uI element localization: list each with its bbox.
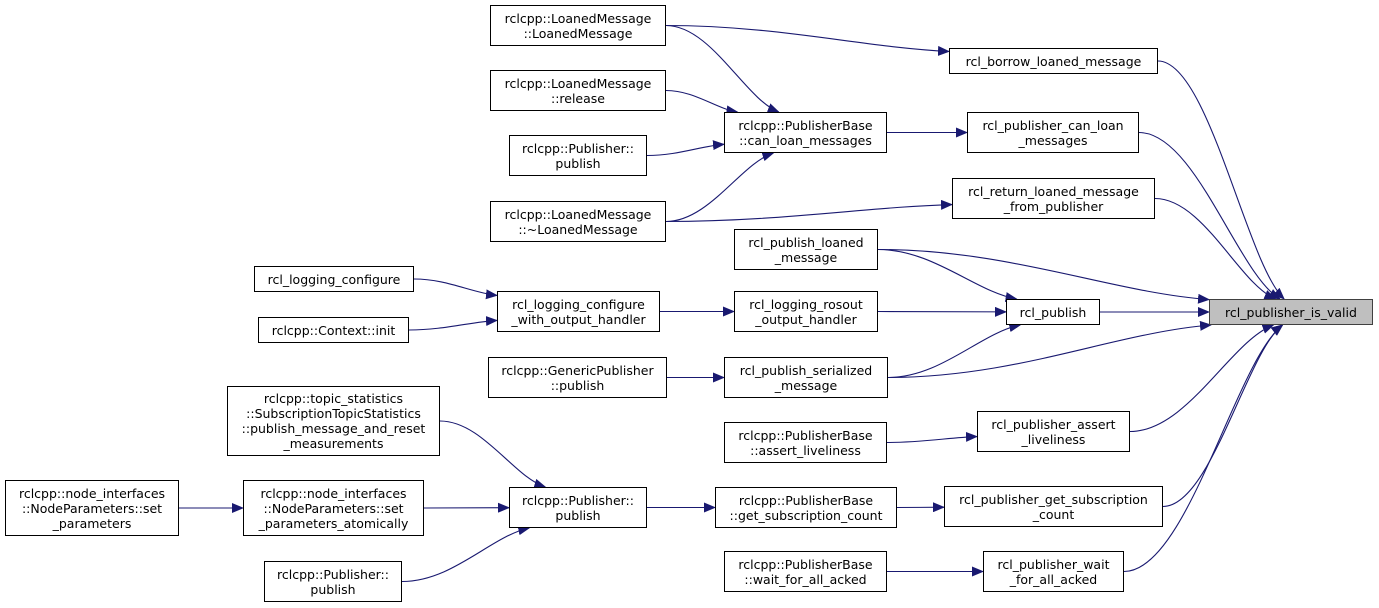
edge-lm_dtor-to-pb_can_loan xyxy=(665,151,775,223)
node-publisher-base-wait-for-all-acked[interactable]: rclcpp::PublisherBase ::wait_for_all_ack… xyxy=(724,551,887,592)
node-label: rclcpp::Context::init xyxy=(271,322,396,338)
node-publisher-publish-c[interactable]: rclcpp::Publisher:: publish xyxy=(264,561,402,602)
node-publisher-publish-b[interactable]: rclcpp::Publisher:: publish xyxy=(509,487,647,528)
node-label: rclcpp::Publisher:: publish xyxy=(522,492,634,523)
node-rcl-publish-serialized-message[interactable]: rcl_publish_serialized _message xyxy=(724,357,888,398)
edge-assert_liveliness-to-is_valid xyxy=(1129,324,1275,433)
node-rcl-logging-rosout-output-handler[interactable]: rcl_logging_rosout _output_handler xyxy=(734,291,878,332)
edge-get_sub_count-to-is_valid xyxy=(1162,324,1284,508)
edge-ctx_init-to-log_cfg_handler xyxy=(408,316,498,331)
node-node-parameters-set-parameters[interactable]: rclcpp::node_interfaces ::NodeParameters… xyxy=(5,480,179,536)
node-node-parameters-set-parameters-atomically[interactable]: rclcpp::node_interfaces ::NodeParameters… xyxy=(243,480,424,536)
edge-pb_assert-to-assert_liveliness xyxy=(886,431,978,444)
node-label: rcl_logging_configure _with_output_handl… xyxy=(511,296,646,327)
edge-log_cfg-to-log_cfg_handler xyxy=(413,278,498,300)
node-label: rclcpp::topic_statistics ::SubscriptionT… xyxy=(241,391,426,451)
node-label: rcl_return_loaned_message _from_publishe… xyxy=(968,183,1139,214)
edge-lm_ctor-to-pb_can_loan xyxy=(665,24,780,113)
node-label: rcl_publisher_wait _for_all_acked xyxy=(997,556,1110,587)
node-label: rclcpp::PublisherBase ::assert_livelines… xyxy=(738,427,873,458)
node-rcl-borrow-loaned-message[interactable]: rcl_borrow_loaned_message xyxy=(949,48,1158,74)
edge-can_loan-to-is_valid xyxy=(1138,131,1281,300)
node-label: rcl_publisher_can_loan _messages xyxy=(982,117,1124,148)
edge-lm_dtor-to-return_loaned xyxy=(665,199,953,223)
edge-return_loaned-to-is_valid xyxy=(1154,197,1277,300)
node-rcl-publisher-wait-for-all-acked[interactable]: rcl_publisher_wait _for_all_acked xyxy=(983,551,1124,592)
node-rcl-publisher-can-loan-messages[interactable]: rcl_publisher_can_loan _messages xyxy=(967,112,1139,153)
edge-pub_publish_c-to-pub_publish_b xyxy=(401,525,531,583)
node-rcl-logging-configure[interactable]: rcl_logging_configure xyxy=(254,266,414,292)
node-publisher-base-assert-liveliness[interactable]: rclcpp::PublisherBase ::assert_livelines… xyxy=(724,422,887,463)
node-loaned-message-release[interactable]: rclcpp::LoanedMessage ::release xyxy=(490,70,666,111)
node-loaned-message-ctor[interactable]: rclcpp::LoanedMessage ::LoanedMessage xyxy=(490,5,666,46)
edge-topic_stats-to-pub_publish_b xyxy=(439,420,547,489)
node-label: rcl_logging_rosout _output_handler xyxy=(749,296,863,327)
node-label: rclcpp::PublisherBase ::get_subscription… xyxy=(729,492,883,523)
node-label: rcl_publisher_is_valid xyxy=(1225,304,1357,320)
edge-publish_serialized-to-is_valid xyxy=(887,320,1213,379)
edge-borrow-to-is_valid xyxy=(1157,60,1285,300)
node-rcl-publish[interactable]: rcl_publish xyxy=(1006,299,1100,325)
node-context-init[interactable]: rclcpp::Context::init xyxy=(258,317,409,343)
edge-wait_acked-to-is_valid xyxy=(1123,324,1284,573)
node-loaned-message-dtor[interactable]: rclcpp::LoanedMessage ::~LoanedMessage xyxy=(490,201,666,242)
node-label: rcl_publish xyxy=(1019,304,1087,320)
node-subscription-topic-statistics-publish[interactable]: rclcpp::topic_statistics ::SubscriptionT… xyxy=(227,386,440,456)
node-generic-publisher-publish[interactable]: rclcpp::GenericPublisher ::publish xyxy=(488,357,667,398)
node-rcl-publisher-assert-liveliness[interactable]: rcl_publisher_assert _liveliness xyxy=(977,411,1130,452)
node-label: rclcpp::LoanedMessage ::LoanedMessage xyxy=(504,10,652,41)
edge-publish_loaned-to-rcl_publish xyxy=(877,248,1018,302)
node-label: rclcpp::GenericPublisher ::publish xyxy=(501,362,654,393)
node-label: rcl_publisher_get_subscription _count xyxy=(959,491,1148,522)
node-publisher-publish-a[interactable]: rclcpp::Publisher:: publish xyxy=(509,135,647,176)
node-publisher-base-can-loan-messages[interactable]: rclcpp::PublisherBase ::can_loan_message… xyxy=(724,112,887,153)
node-label: rclcpp::LoanedMessage ::~LoanedMessage xyxy=(504,206,652,237)
edge-lm_ctor-to-borrow xyxy=(665,24,950,56)
node-label: rclcpp::node_interfaces ::NodeParameters… xyxy=(258,485,409,531)
node-label: rcl_borrow_loaned_message xyxy=(965,53,1142,69)
edge-publish_loaned-to-is_valid xyxy=(877,248,1210,304)
edge-publish_serialized-to-rcl_publish xyxy=(887,322,1022,379)
node-label: rcl_publisher_assert _liveliness xyxy=(991,416,1116,447)
node-label: rclcpp::Publisher:: publish xyxy=(277,566,389,597)
node-label: rclcpp::PublisherBase ::wait_for_all_ack… xyxy=(738,556,873,587)
node-rcl-logging-configure-with-output-handler[interactable]: rcl_logging_configure _with_output_handl… xyxy=(497,291,660,332)
node-rcl-publisher-get-subscription-count[interactable]: rcl_publisher_get_subscription _count xyxy=(944,486,1163,527)
node-rcl-publish-loaned-message[interactable]: rcl_publish_loaned _message xyxy=(734,229,878,270)
node-label: rclcpp::PublisherBase ::can_loan_message… xyxy=(738,117,873,148)
node-label: rcl_publish_serialized _message xyxy=(739,362,873,393)
node-label: rclcpp::LoanedMessage ::release xyxy=(504,75,652,106)
node-label: rcl_publish_loaned _message xyxy=(748,234,864,265)
node-publisher-base-get-subscription-count[interactable]: rclcpp::PublisherBase ::get_subscription… xyxy=(715,487,897,528)
edge-lm_release-to-pb_can_loan xyxy=(665,89,739,116)
node-rcl-publisher-is-valid[interactable]: rcl_publisher_is_valid xyxy=(1209,299,1373,325)
node-label: rcl_logging_configure xyxy=(267,271,401,287)
node-rcl-return-loaned-message-from-publisher[interactable]: rcl_return_loaned_message _from_publishe… xyxy=(952,178,1155,219)
edge-pub_publish_a-to-pb_can_loan xyxy=(646,140,725,157)
node-label: rclcpp::Publisher:: publish xyxy=(522,140,634,171)
node-label: rclcpp::node_interfaces ::NodeParameters… xyxy=(18,485,166,531)
